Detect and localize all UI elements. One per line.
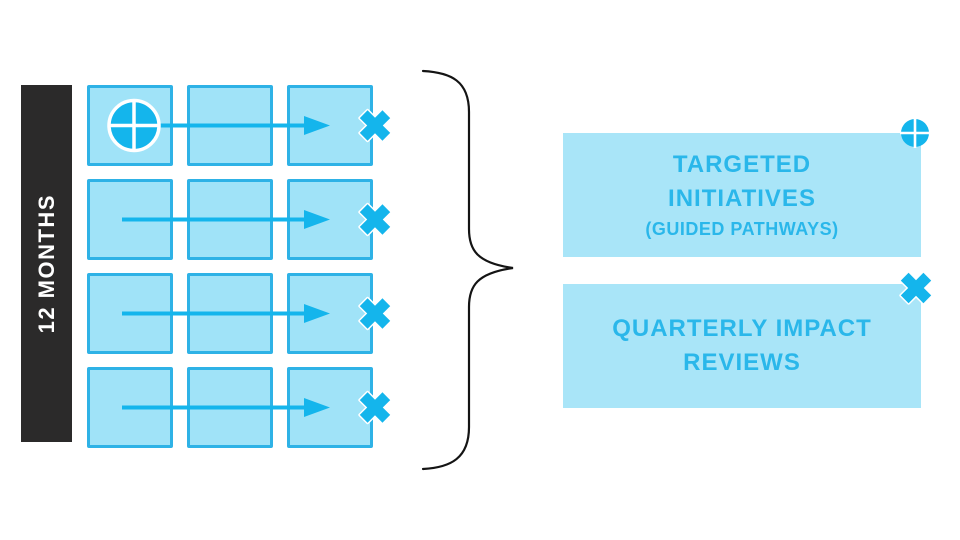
grid-cell	[187, 179, 273, 260]
grid-cell	[287, 85, 373, 166]
outcome-title: QUARTERLY IMPACT REVIEWS	[612, 312, 872, 380]
grid-cell	[87, 179, 173, 260]
grid-cell	[187, 85, 273, 166]
timeline-grid	[87, 85, 373, 448]
outcome-subtitle: (GUIDED PATHWAYS)	[645, 219, 839, 239]
outcome-title-line: INITIATIVES	[668, 185, 816, 212]
outcome-title: TARGETED INITIATIVES	[668, 148, 816, 216]
outcome-title-line: TARGETED	[672, 151, 812, 178]
grid-cell	[287, 367, 373, 448]
grid-cell	[287, 179, 373, 260]
grid-cell	[187, 273, 273, 354]
outcome-title-line: REVIEWS	[683, 349, 801, 376]
grid-cell	[287, 273, 373, 354]
grid-cell	[87, 85, 173, 166]
twelve-months-bar: 12 MONTHS	[21, 85, 72, 442]
outcome-title-line: QUARTERLY IMPACT	[612, 315, 872, 342]
outcome-card-quarterly-impact-reviews: QUARTERLY IMPACT REVIEWS	[563, 284, 921, 408]
grid-cell	[87, 367, 173, 448]
grid-cell	[87, 273, 173, 354]
outcome-card-targeted-initiatives: TARGETED INITIATIVES (GUIDED PATHWAYS)	[563, 133, 921, 257]
twelve-months-label: 12 MONTHS	[33, 193, 59, 334]
grid-cell	[187, 367, 273, 448]
